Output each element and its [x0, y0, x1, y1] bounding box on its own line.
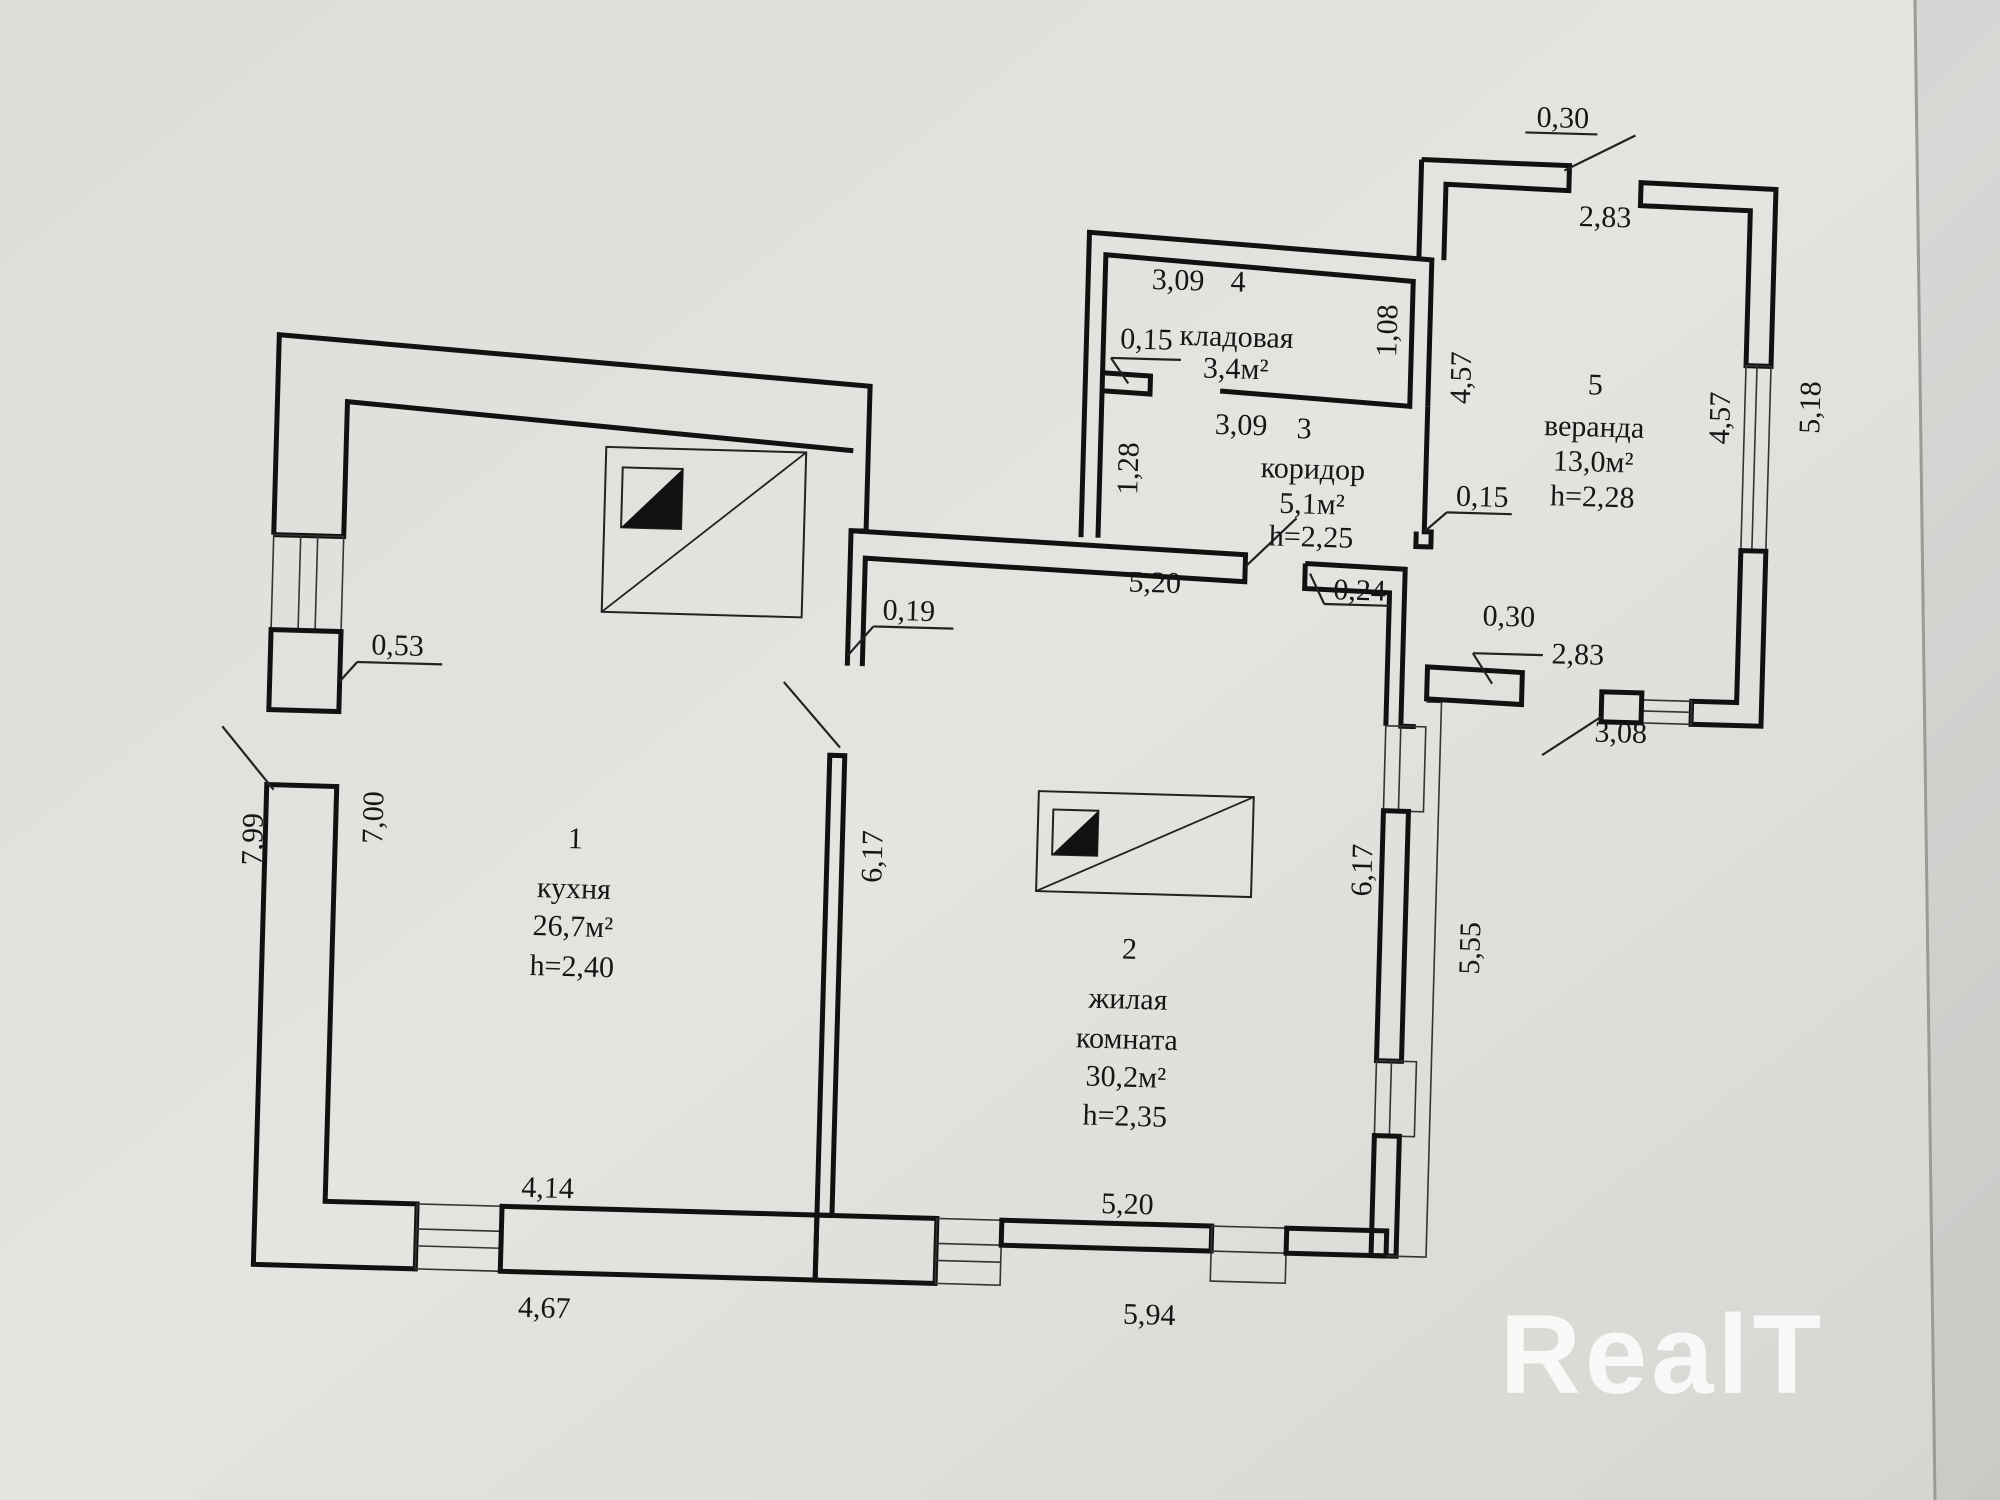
kitchen-bottom-window: [414, 1203, 503, 1273]
room-5-height: h=2,28: [1550, 479, 1635, 514]
dim-kitchen-left-inner: 7,00: [356, 791, 390, 844]
veranda-left-wall: [1421, 157, 1573, 261]
pantry-stub: [1101, 370, 1154, 397]
pantry-outer-wall: [1078, 229, 1435, 538]
dim-veranda-bottom-outer: 3,08: [1594, 716, 1647, 750]
room-3-name: коридор: [1260, 451, 1365, 487]
room-3-area: 5,1м²: [1279, 487, 1345, 522]
room-5-area: 13,0м²: [1553, 444, 1634, 479]
dim-living-wall: 0,19: [882, 594, 935, 628]
dim-veranda-left: 4,57: [1444, 351, 1478, 404]
room-3-height: h=2,25: [1268, 519, 1353, 554]
dim-veranda-bottom-wall: 0,30: [1482, 599, 1535, 633]
room-2-area: 30,2м²: [1085, 1060, 1166, 1095]
living-stove-symbol: [1035, 790, 1255, 899]
dim-partition-left: 6,17: [855, 830, 889, 883]
room-4-name: кладовая: [1179, 319, 1294, 355]
room-1-name: кухня: [537, 871, 612, 906]
dim-pantry-right: 1,08: [1370, 304, 1404, 357]
living-outer-line: [1386, 701, 1443, 1258]
dim-corridor-wall-left: 0,15: [1120, 322, 1173, 356]
dim-pantry-bottom: 3,09: [1214, 408, 1267, 442]
dim-corridor-wall-bottom: 0,24: [1333, 573, 1386, 607]
dim-living-bottom-inner: 5,20: [1101, 1187, 1154, 1221]
realt-watermark-logo: RealT: [1500, 1292, 1825, 1417]
dim-partition-right: 6,17: [1345, 843, 1379, 896]
dim-veranda-top: 2,83: [1578, 200, 1631, 234]
living-right-wall-corridor: [1302, 563, 1393, 726]
dim-corridor-wall-right: 0,15: [1456, 480, 1509, 514]
room-5-name: веранда: [1544, 409, 1645, 445]
veranda-bottom-stub: [1424, 664, 1525, 708]
veranda-bottom-pier: [1598, 689, 1645, 726]
room-1-number: 1: [567, 822, 583, 855]
room-1-height: h=2,40: [529, 949, 614, 984]
kitchen-stove-symbol: [600, 445, 808, 619]
room-2-height: h=2,35: [1082, 1098, 1167, 1133]
room-2-name-line2: комната: [1076, 1021, 1179, 1057]
room-4-area: 3,4м²: [1203, 352, 1269, 387]
room-4-number: 4: [1230, 265, 1246, 298]
dim-kitchen-window-wall: 0,53: [371, 628, 424, 662]
dim-kitchen-bottom-outer: 4,67: [518, 1291, 571, 1325]
paper-sheet: [0, 0, 1935, 1500]
leader-lines: [221, 131, 1636, 791]
room-3-number: 3: [1296, 412, 1312, 445]
veranda-left-wall-inner: [1416, 159, 1425, 260]
dim-kitchen-left-outer: 7,99: [235, 812, 269, 865]
dim-living-top: 5,20: [1128, 566, 1181, 600]
kitchen-outer-wall: [271, 331, 873, 666]
plan-drawing: 1 кухня 26,7м² h=2,40 2 жилая комната 30…: [221, 101, 1828, 1332]
dim-kitchen-bottom-inner: 4,14: [521, 1171, 574, 1205]
paper-edge: [1913, 0, 1937, 1500]
dim-veranda-right-inner: 4,57: [1703, 391, 1737, 444]
room-2-number: 2: [1122, 932, 1138, 965]
pantry-inner-wall: [1095, 252, 1416, 538]
room-5-number: 5: [1587, 368, 1603, 401]
living-top-wall: [850, 528, 1249, 667]
living-bottom-window-1: [934, 1217, 1003, 1287]
dim-veranda-top-wall: 0,30: [1536, 101, 1589, 135]
dim-corridor-left: 1,28: [1111, 442, 1145, 495]
corridor-stub: [1413, 406, 1434, 550]
dim-veranda-right-outer: 5,18: [1793, 381, 1827, 434]
dim-veranda-bottom: 2,83: [1551, 637, 1604, 671]
dim-living-bottom-outer: 5,94: [1123, 1298, 1176, 1332]
room-1-area: 26,7м²: [532, 909, 613, 944]
kitchen-left-pier: [266, 627, 344, 715]
dim-outer-right: 5,55: [1453, 922, 1487, 975]
room-2-name-line1: жилая: [1087, 982, 1168, 1017]
dim-pantry-top: 3,09: [1151, 263, 1204, 297]
